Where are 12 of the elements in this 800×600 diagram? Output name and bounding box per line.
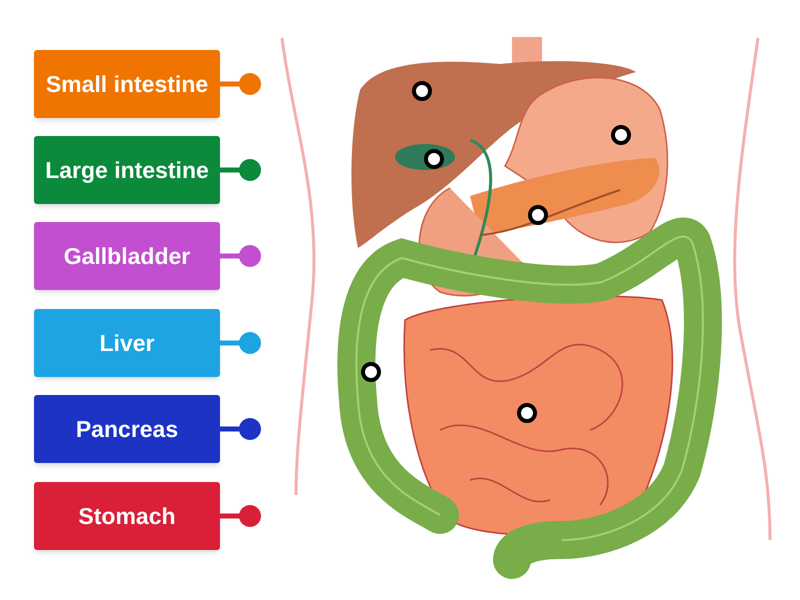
organ-label: Small intestine xyxy=(44,70,210,98)
label-tile xyxy=(34,222,220,290)
organ-label: Stomach xyxy=(77,502,177,530)
label-tile xyxy=(34,136,220,204)
organ-label: Large intestine xyxy=(44,156,210,184)
label-tile xyxy=(34,482,220,550)
organ-label: Pancreas xyxy=(74,416,180,442)
organ-label: Liver xyxy=(98,330,156,356)
label-tile xyxy=(34,395,220,463)
organ-label: Gallbladder xyxy=(62,242,192,270)
label-tile xyxy=(34,309,220,377)
label-tile xyxy=(34,50,220,118)
